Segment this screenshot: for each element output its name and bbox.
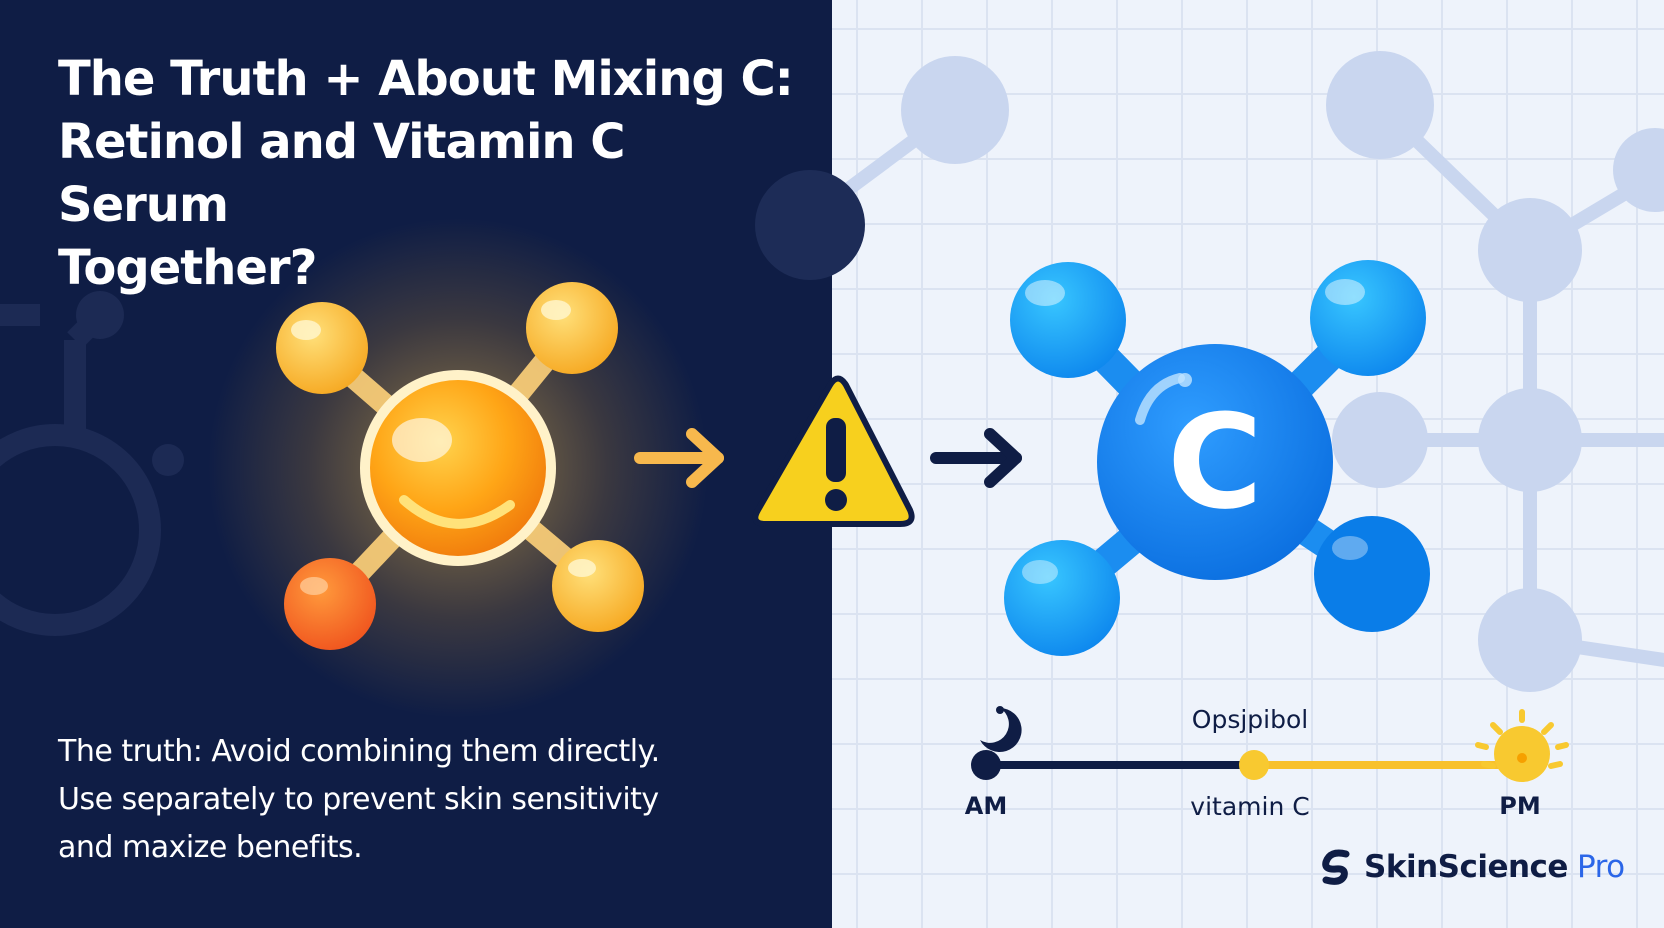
- timeline-mid-dot: [1239, 750, 1269, 780]
- brand-suffix: Pro: [1576, 849, 1625, 885]
- timeline-middle-bottom-label: vitamin C: [1190, 792, 1310, 821]
- title-line: Together?: [58, 240, 317, 296]
- arrow-right-icon: [930, 428, 1022, 488]
- title-line: Retinol and Vitamin C Serum: [58, 114, 626, 233]
- brand-logo: SkinScience Pro: [1318, 846, 1625, 888]
- summary-line: Use separately to prevent skin sensitivi…: [58, 782, 659, 817]
- retinol-molecule-icon: [208, 218, 708, 718]
- warning-icon: [752, 375, 915, 527]
- timeline-pm-label: PM: [1499, 792, 1541, 820]
- timeline-am-label: AM: [964, 792, 1008, 820]
- brand-logo-icon: [1322, 849, 1350, 885]
- routine-timeline: [971, 706, 1569, 782]
- vitamin-c-symbol: C: [1167, 386, 1262, 538]
- timeline-start-dot: [971, 750, 1001, 780]
- brand-name: SkinScience: [1364, 849, 1568, 885]
- title-line: The Truth + About Mixing C:: [58, 51, 794, 107]
- summary-text: The truth: Avoid combining them directly…: [58, 728, 758, 872]
- summary-line: The truth: Avoid combining them directly…: [58, 734, 660, 769]
- page-title: The Truth + About Mixing C: Retinol and …: [58, 48, 798, 300]
- sun-icon: [1475, 709, 1569, 782]
- timeline-middle-top-label: Opsjpibol: [1191, 705, 1309, 734]
- summary-line: and maxize benefits.: [58, 830, 363, 865]
- moon-icon: [980, 706, 1022, 752]
- vitamin-c-molecule-icon: C: [1004, 260, 1430, 656]
- arrow-right-icon: [634, 428, 724, 488]
